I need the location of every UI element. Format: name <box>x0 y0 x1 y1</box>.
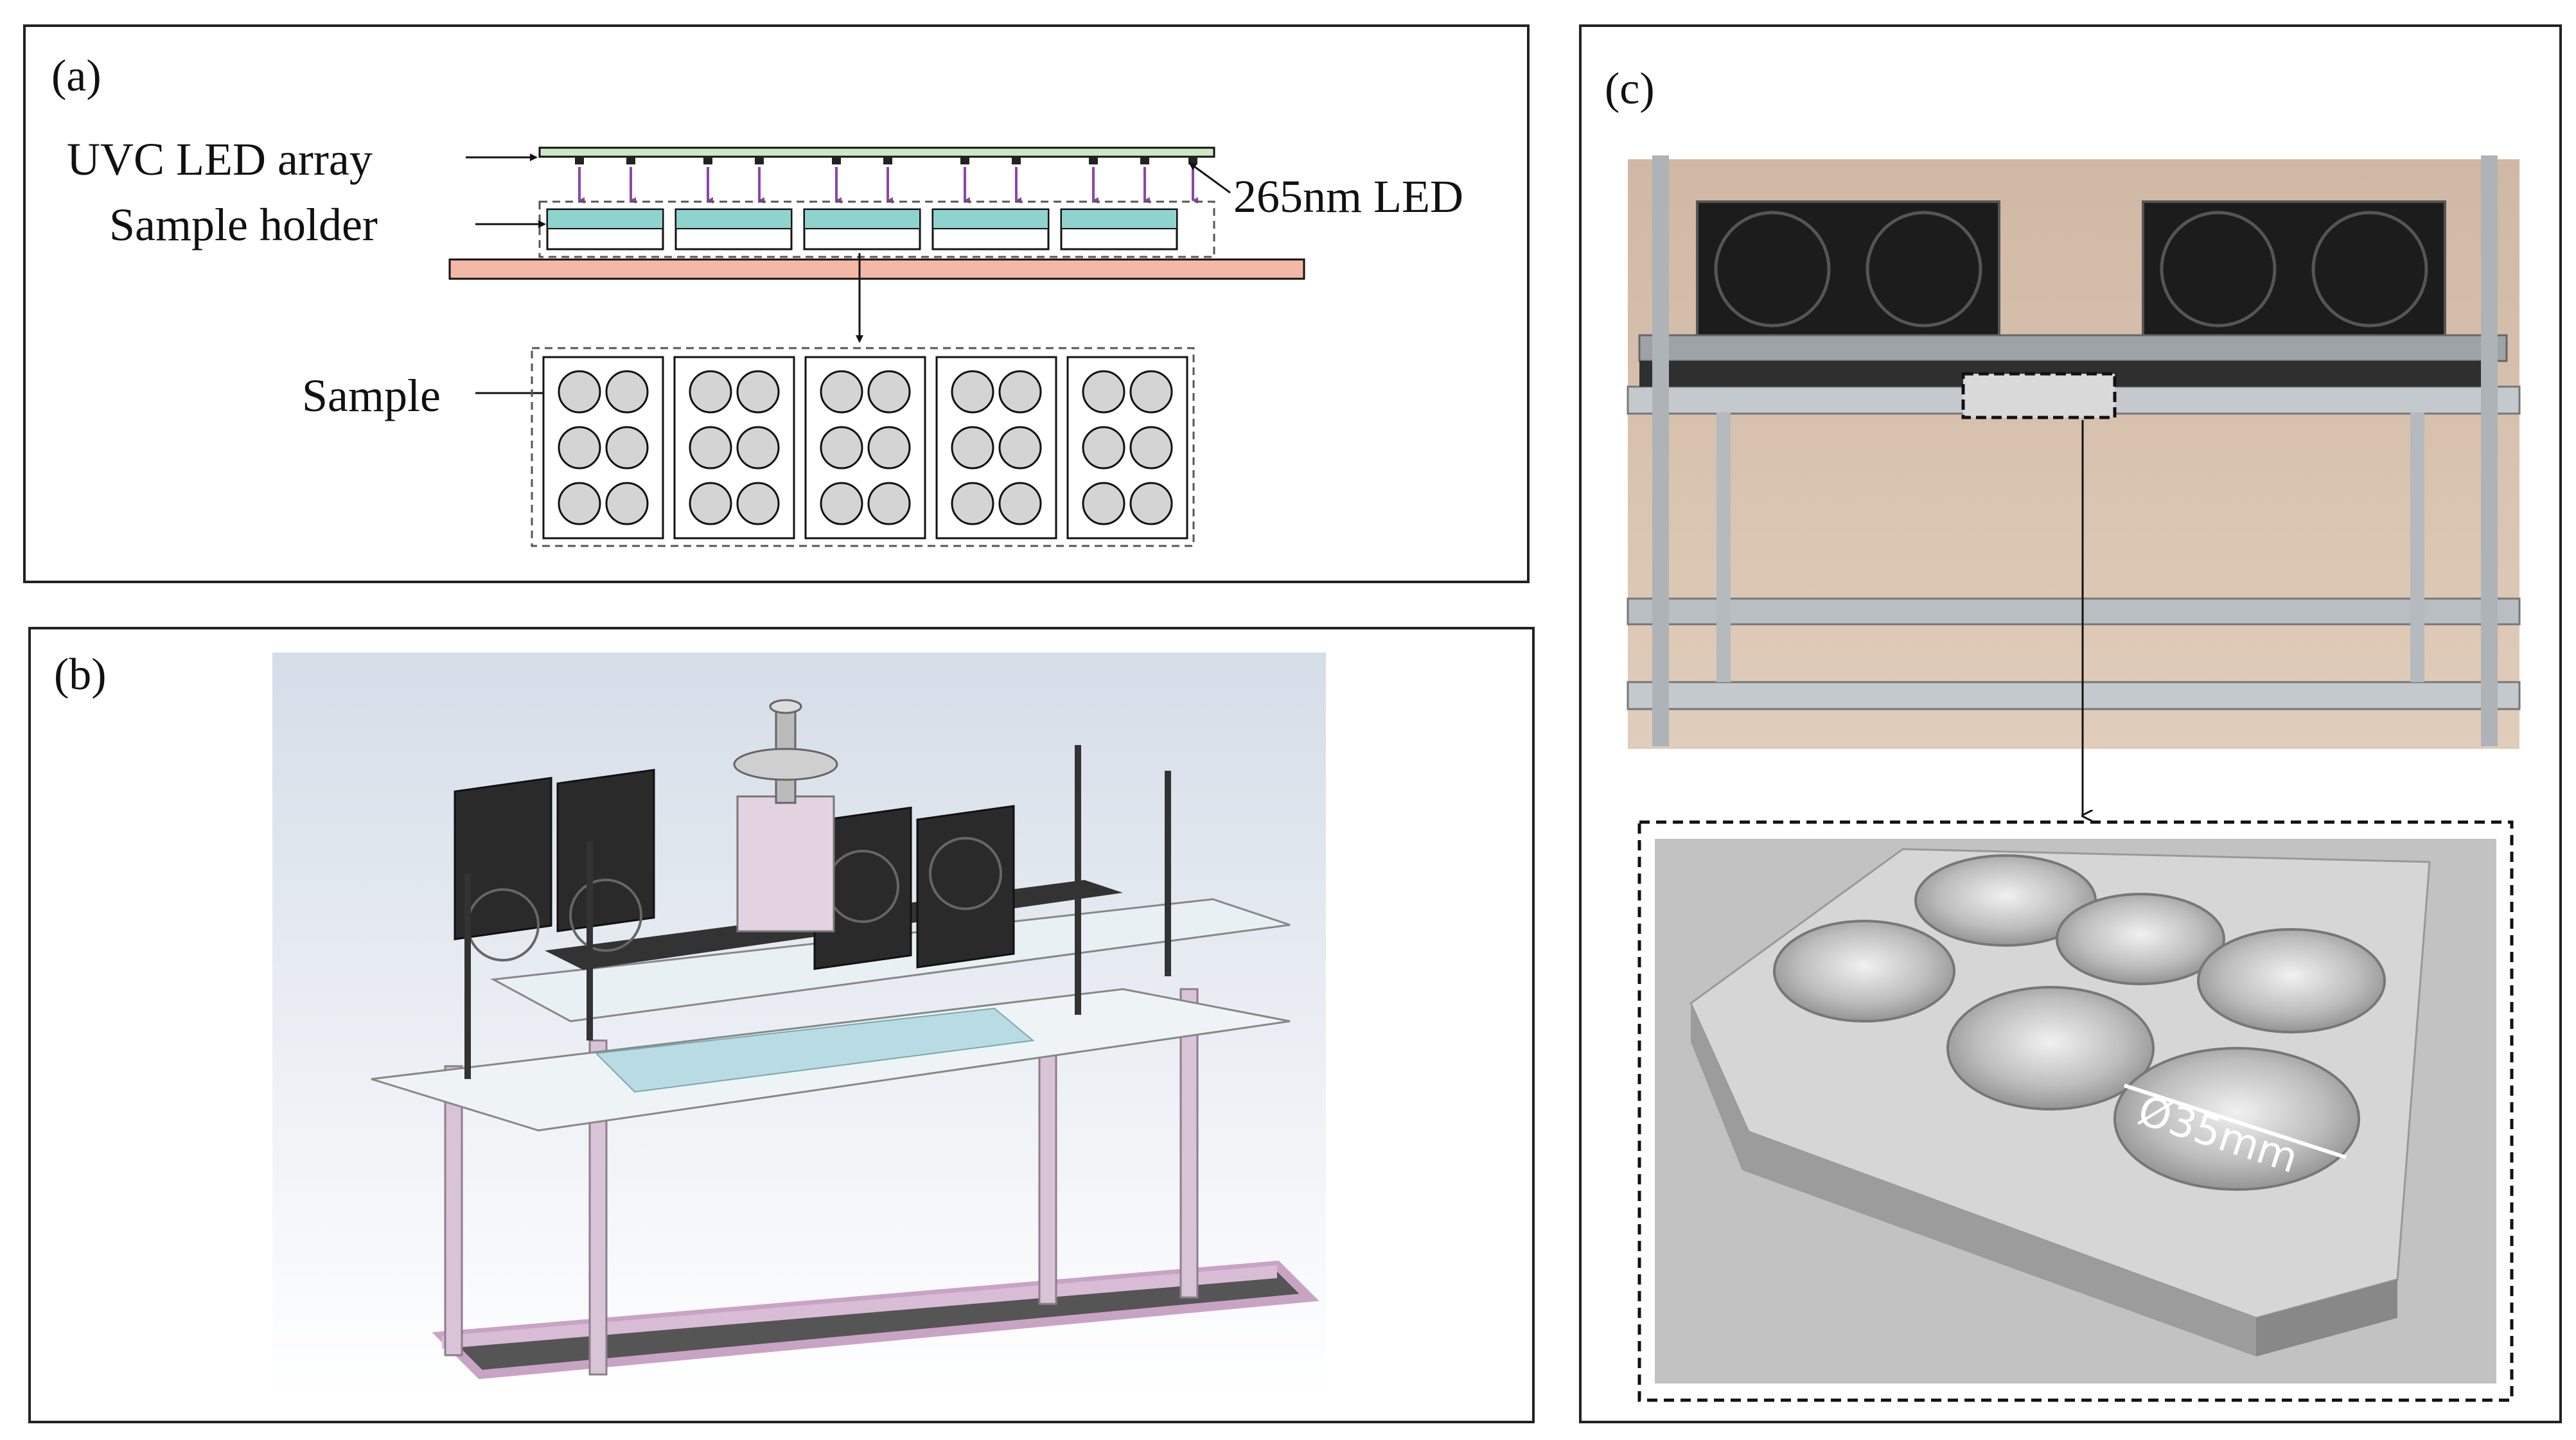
panel-a-label: (a) <box>51 51 101 101</box>
base-plate <box>448 258 1305 280</box>
sample-wells-topview <box>542 356 1188 540</box>
cad-render-image <box>272 653 1326 1398</box>
setup-photo <box>1627 155 2521 749</box>
panel-c-label: (c) <box>1605 64 1655 114</box>
sample-holder-photo <box>1655 839 2496 1383</box>
panel-c-drawing <box>1627 155 2521 1402</box>
sample-holder-blocks <box>546 208 1178 250</box>
uvc-led-array-label: UVC LED array <box>67 134 373 185</box>
panel-a-drawing <box>448 146 1305 547</box>
panel-a-schematic: (a) UVC LED array Sample holder 265nm LE… <box>23 24 1530 583</box>
sample-label: Sample <box>302 370 441 421</box>
sample-holder-label: Sample holder <box>109 199 378 250</box>
panel-c-photographs: (c) <box>1579 24 2562 1423</box>
panel-b-cad-render: (b) <box>28 627 1535 1423</box>
panel-b-label: (b) <box>54 650 107 699</box>
led-chips <box>575 157 1197 164</box>
led-wavelength-label: 265nm LED <box>1233 171 1463 222</box>
uvc-led-bar <box>538 146 1215 158</box>
uv-arrows <box>578 167 1198 204</box>
